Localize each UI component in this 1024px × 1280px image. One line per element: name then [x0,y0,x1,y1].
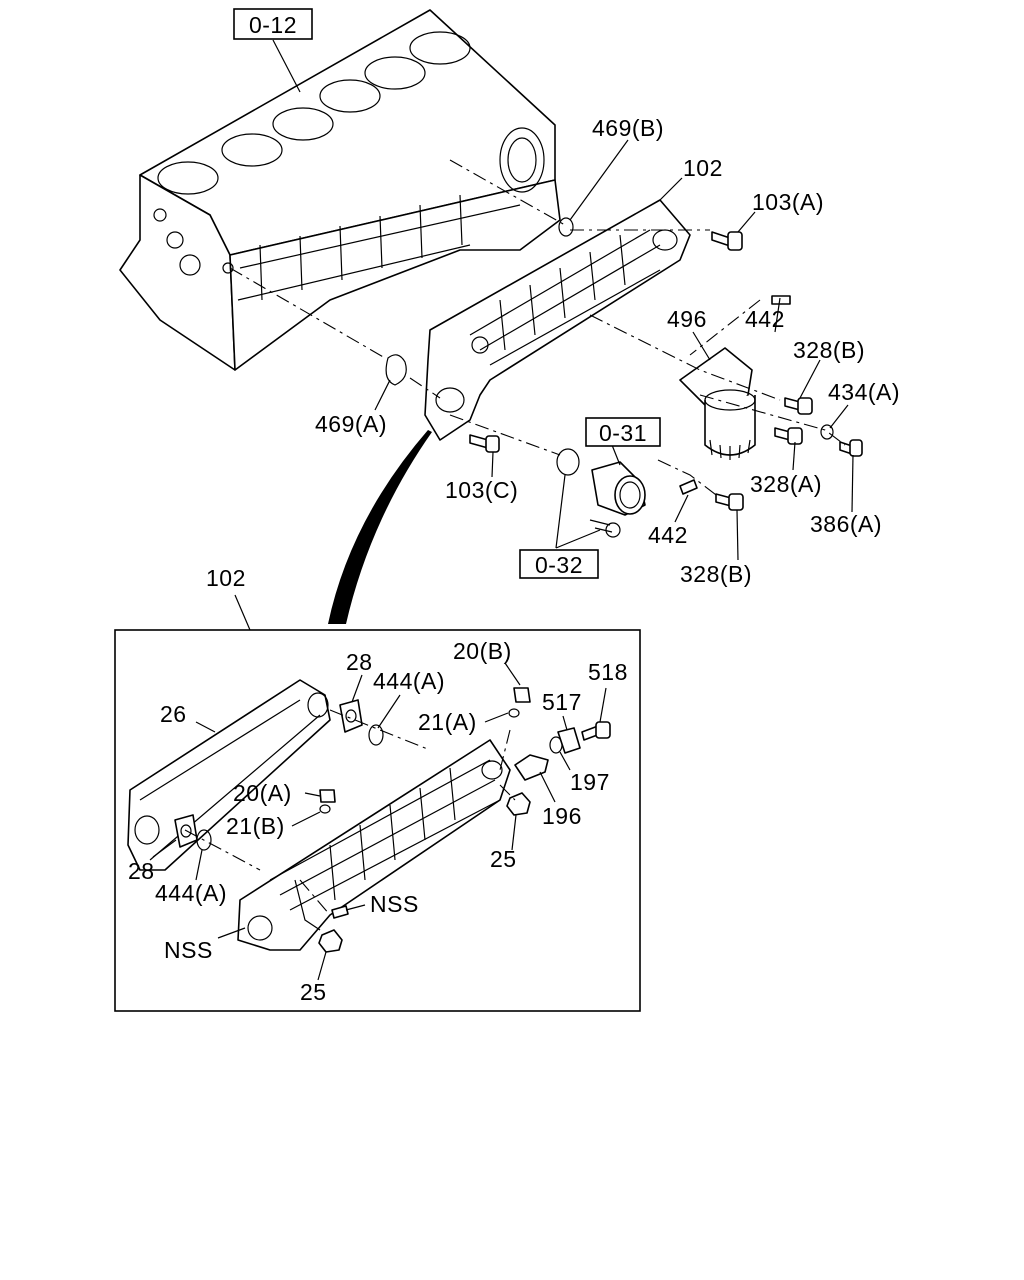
label-328b-bottom: 328(B) [680,561,752,587]
label-26: 26 [160,701,187,727]
reference-box-0-32: 0-32 [519,549,599,579]
assembly-centerlines-detail [184,709,516,916]
label-20b: 20(B) [453,638,512,664]
label-328b-top: 328(B) [793,337,865,363]
leader-lines-detail [152,662,607,981]
label-328a: 328(A) [750,471,822,497]
oil-cooler-assembly [424,199,691,441]
label-197: 197 [570,769,610,795]
detail-small-parts [174,687,611,953]
label-25-bottom: 25 [300,979,327,1005]
label-25-right: 25 [490,846,517,872]
label-nss-left: NSS [164,937,213,963]
reference-box-0-31: 0-31 [585,417,661,447]
top-fasteners [385,217,863,511]
label-103a: 103(A) [752,189,824,215]
label-386a: 386(A) [810,511,882,537]
detail-callout-wedge [328,430,432,624]
water-outlet-pipe [589,461,646,538]
label-nss-right: NSS [370,891,419,917]
label-21b: 21(B) [226,813,285,839]
svg-text:0-12: 0-12 [249,12,297,38]
reference-box-0-12: 0-12 [233,8,313,40]
cooler-element-26 [127,679,331,871]
label-442-top: 442 [745,306,785,332]
label-103c: 103(C) [445,477,518,503]
label-21a: 21(A) [418,709,477,735]
label-28-top: 28 [346,649,373,675]
oil-filter-assembly [679,347,756,460]
leader-lines-top [272,39,854,561]
label-442-bottom: 442 [648,522,688,548]
label-20a: 20(A) [233,780,292,806]
label-28-bottom: 28 [128,858,155,884]
part-labels-top: 469(B) 102 103(A) 496 442 328(B) 434(A) … [315,115,900,587]
part-labels-detail: 28 444(A) 20(B) 518 26 21(A) 517 20(A) 1… [128,638,628,1005]
label-469b: 469(B) [592,115,664,141]
label-517: 517 [542,689,582,715]
svg-text:0-31: 0-31 [599,420,647,446]
label-434a: 434(A) [828,379,900,405]
label-469a: 469(A) [315,411,387,437]
label-102-detail: 102 [206,565,246,591]
detail-box-102: 102 [114,565,641,1012]
label-444a-top: 444(A) [373,668,445,694]
label-496: 496 [667,306,707,332]
label-444a-bottom: 444(A) [155,880,227,906]
cylinder-block [119,9,561,371]
label-518: 518 [588,659,628,685]
label-196: 196 [542,803,582,829]
label-102-top: 102 [683,155,723,181]
cooler-body-detail [237,739,511,951]
svg-text:0-32: 0-32 [535,552,583,578]
